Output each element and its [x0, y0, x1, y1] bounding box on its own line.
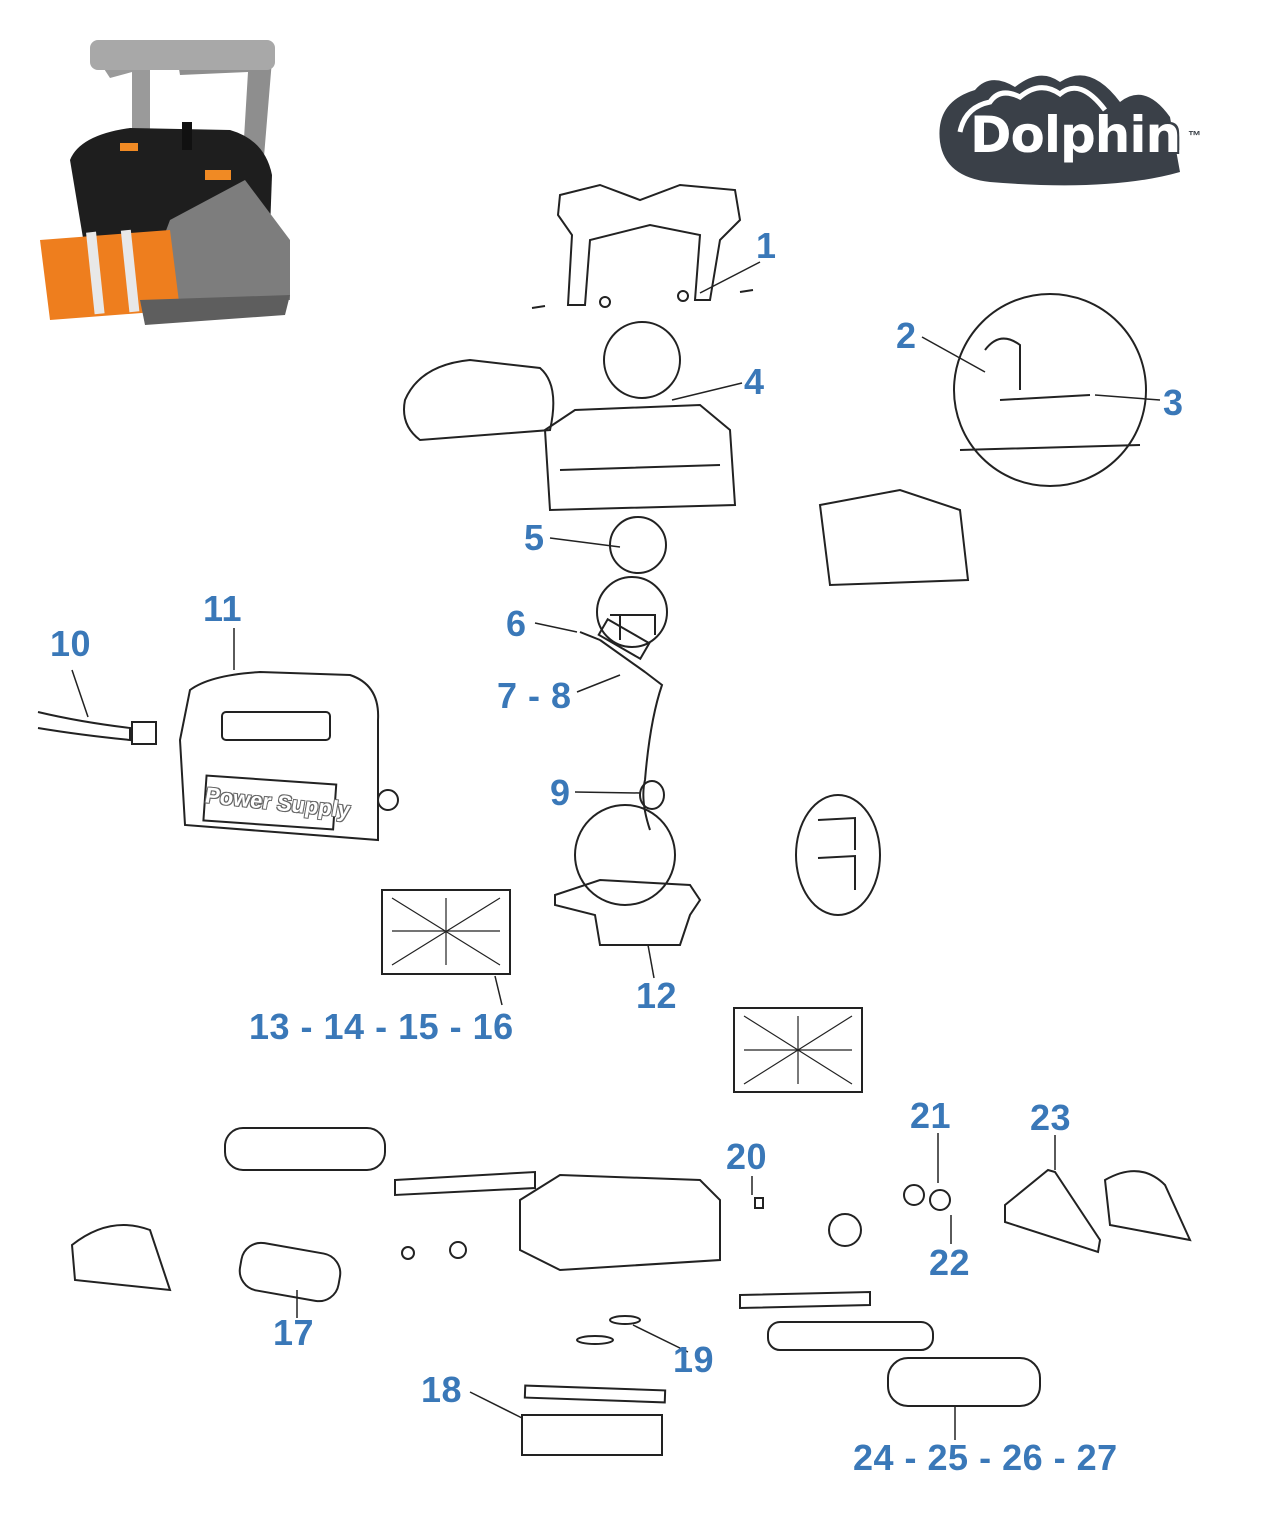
track-23-icon [1004, 1168, 1102, 1254]
dolphin-logo: Dolphin ™ [930, 62, 1220, 197]
top-cover-left-icon [403, 358, 555, 442]
part-label-13-16: 13 - 14 - 15 - 16 [249, 1006, 514, 1047]
gear-icon [828, 1213, 862, 1247]
part-label-12: 12 [636, 975, 678, 1016]
part-label-19: 19 [673, 1339, 715, 1380]
brush-roller-top-icon [224, 1127, 386, 1171]
filter-right-icon [733, 1007, 863, 1093]
part-label-3: 3 [1163, 382, 1184, 423]
logo-wave-icon [939, 75, 1180, 186]
detail-circle-icon [953, 293, 1147, 487]
part-label-9: 9 [550, 772, 571, 813]
part-label-5: 5 [524, 517, 545, 558]
power-supply-drawing-icon [178, 670, 380, 842]
part-label-18: 18 [421, 1369, 463, 1410]
part-label-2: 2 [896, 315, 917, 356]
part-label-21: 21 [910, 1095, 952, 1136]
part-label-23: 23 [1030, 1097, 1072, 1138]
track-17-icon [238, 1241, 342, 1303]
brush-roller-bottom-icon [887, 1357, 1041, 1407]
part-label-20: 20 [726, 1136, 768, 1177]
filter-left-icon [381, 889, 511, 975]
part-label-24-27: 24 - 25 - 26 - 27 [853, 1437, 1118, 1478]
brush-strip-18-icon [521, 1414, 663, 1456]
part-label-7-8: 7 - 8 [497, 675, 572, 716]
pool-robot-photo-icon [40, 40, 290, 325]
chassis-icon [519, 1173, 721, 1272]
part-label-4: 4 [744, 361, 765, 402]
logo-text: Dolphin [970, 106, 1181, 164]
top-cover-right-icon [818, 488, 970, 587]
side-plate-right-icon [1103, 1170, 1192, 1242]
handle-part-icon [531, 183, 754, 309]
motor-housing-icon [543, 403, 737, 512]
part-label-1: 1 [756, 225, 777, 266]
trademark-symbol: ™ [1188, 128, 1201, 143]
power-cable-icon [37, 711, 131, 742]
side-plate-left-icon [70, 1224, 172, 1292]
part-label-17: 17 [273, 1312, 315, 1353]
part-label-10: 10 [50, 623, 92, 664]
part-label-6: 6 [506, 603, 527, 644]
part-label-22: 22 [929, 1242, 971, 1283]
part-label-11: 11 [203, 588, 243, 629]
